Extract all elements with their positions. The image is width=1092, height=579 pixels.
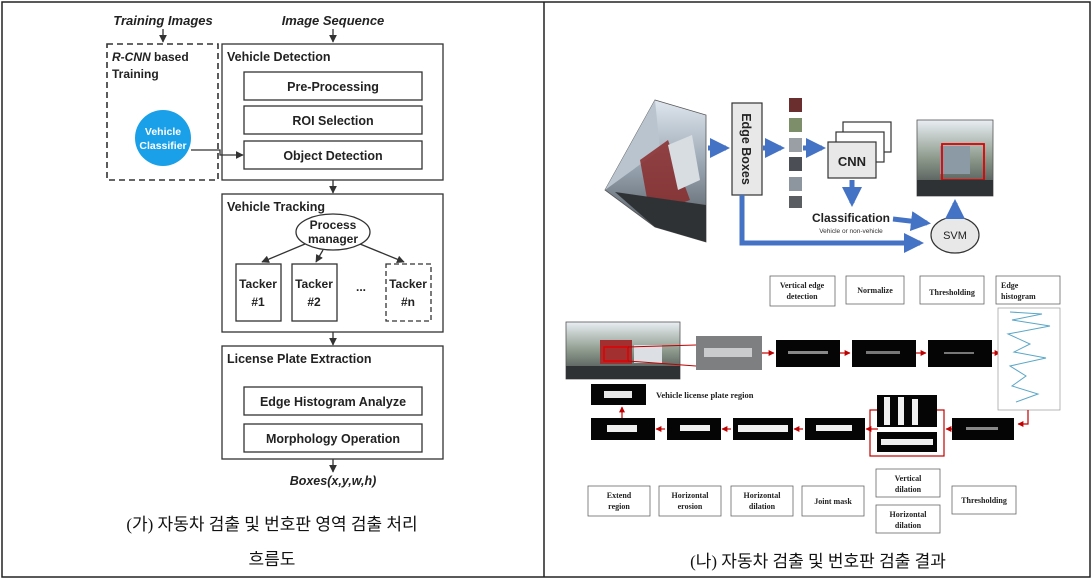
- preprocessing-step: [243, 71, 423, 101]
- region-crops: [789, 98, 802, 208]
- flowchart-panel: Training Images Image Sequence R-CNN bas…: [106, 13, 444, 569]
- tracker-2-box: [291, 263, 338, 322]
- right-caption: (나) 자동차 검출 및 번호판 검출 결과: [690, 552, 946, 571]
- top-step-labels: Vertical edge detection Normalize Thresh…: [769, 275, 1061, 307]
- vehicle-classifier-circle: [135, 110, 191, 166]
- horizontal-dilation2-label-1: Horizontal: [890, 510, 928, 519]
- extend-region-label-2: region: [608, 502, 630, 511]
- manager-to-trackern-arrow: [359, 243, 405, 263]
- vehicle-tracking-title: Vehicle Tracking: [227, 200, 325, 214]
- tracker-1-line1: Tacker: [239, 277, 277, 291]
- manager-to-tracker2-arrow: [315, 249, 324, 263]
- edge-histogram-label: Edge Histogram Analyze: [260, 395, 406, 409]
- vertical-edge-label-1: Vertical edge: [780, 281, 825, 290]
- process-manager-ellipse: [295, 213, 371, 251]
- manager-to-tracker1-arrow: [261, 243, 306, 263]
- processing-row-2: [591, 395, 1014, 457]
- tracker-2-line2: #2: [307, 295, 321, 309]
- preprocessing-label: Pre-Processing: [287, 80, 379, 94]
- classifier-line2: Classifier: [139, 140, 186, 152]
- edge-histogram-step: [243, 386, 423, 416]
- rotated-road-image: [604, 99, 707, 243]
- output-boxes-label: Boxes(x,y,w,h): [290, 474, 377, 488]
- classification-to-svm-arrow: [892, 211, 931, 232]
- classification-label: Classification: [812, 211, 890, 225]
- process-manager-line2: manager: [308, 232, 358, 246]
- roi-selection-label: ROI Selection: [292, 114, 373, 128]
- horizontal-dilation-label-2: dilation: [749, 502, 776, 511]
- morphology-label: Morphology Operation: [266, 432, 400, 446]
- classification-sub-label: Vehicle or non-vehicle: [819, 228, 883, 235]
- classifier-arrow: [191, 149, 244, 159]
- tracker-n-line2: #n: [401, 295, 415, 309]
- object-detection-step: [243, 140, 423, 170]
- vertical-dilation-label-2: dilation: [895, 485, 922, 494]
- training-images-label: Training Images: [113, 13, 212, 28]
- object-detection-label: Object Detection: [283, 149, 382, 163]
- roi-selection-step: [243, 105, 423, 135]
- thresholding-bottom-label: Thresholding: [961, 496, 1007, 505]
- license-plate-title: License Plate Extraction: [227, 352, 372, 366]
- tracker-n-line1: Tacker: [389, 277, 427, 291]
- classifier-line1: Vehicle: [145, 126, 181, 138]
- rcnn-title-line2: Training: [112, 67, 159, 81]
- cnn-label: CNN: [838, 154, 866, 169]
- plate-region-blob: [604, 391, 632, 398]
- vehicle-detection-title: Vehicle Detection: [227, 50, 331, 64]
- rcnn-title: R-CNN based: [112, 50, 189, 64]
- process-manager-line1: Process: [310, 218, 357, 232]
- tracker-n-box: [385, 263, 432, 322]
- left-caption-line1: (가) 자동차 검출 및 번호판 영역 검출 처리: [126, 515, 417, 534]
- edgeboxes-to-svm-arrow: [739, 195, 924, 253]
- histogram-feedback-arrow: [1017, 410, 1029, 427]
- joint-mask-label: Joint mask: [814, 497, 852, 506]
- thresholding-top-label: Thresholding: [929, 288, 975, 297]
- cnn-block: [827, 141, 877, 179]
- processing-row-1: [565, 307, 1061, 411]
- horizontal-dilation2-label-2: dilation: [895, 521, 922, 530]
- tracker-1-line2: #1: [251, 295, 265, 309]
- tracker-ellipsis: ...: [356, 280, 366, 294]
- detection-result-image: [916, 119, 994, 197]
- vertical-edge-label-2: detection: [786, 292, 818, 301]
- edge-histogram-label-2: histogram: [1001, 292, 1036, 301]
- morphology-step: [243, 423, 423, 453]
- image-sequence-label: Image Sequence: [282, 13, 385, 28]
- edge-boxes-label: Edge Boxes: [739, 113, 753, 185]
- tracker-1-box: [235, 263, 282, 322]
- horizontal-erosion-label-1: Horizontal: [672, 491, 710, 500]
- rcnn-training-box: [106, 43, 219, 181]
- tracker-2-line1: Tacker: [295, 277, 333, 291]
- results-panel: Edge Boxes CNN Classification Vehicle or…: [565, 98, 1061, 571]
- normalize-label: Normalize: [857, 286, 893, 295]
- edge-boxes-block: [731, 102, 763, 196]
- bottom-step-labels: Extend region Horizontal erosion Horizon…: [587, 468, 1017, 534]
- horizontal-dilation-label-1: Horizontal: [744, 491, 782, 500]
- plate-region-label: Vehicle license plate region: [656, 390, 754, 400]
- extend-region-label-1: Extend: [607, 491, 632, 500]
- svm-label: SVM: [943, 230, 967, 242]
- vertical-dilation-label-1: Vertical: [895, 474, 923, 483]
- horizontal-erosion-label-2: erosion: [678, 502, 703, 511]
- left-caption-line2: 흐름도: [249, 550, 296, 569]
- edge-histogram-label-1: Edge: [1001, 281, 1019, 290]
